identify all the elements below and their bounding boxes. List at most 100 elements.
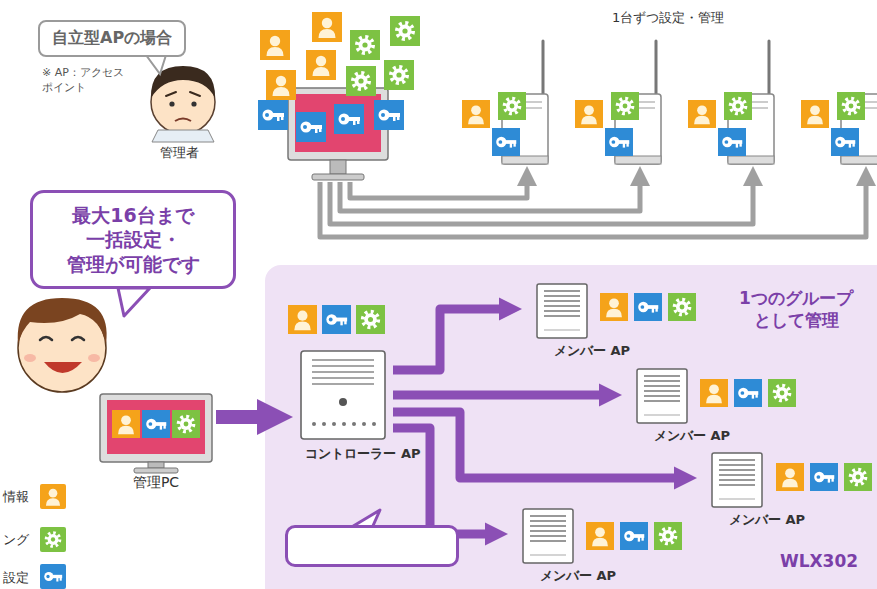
use-part: [712, 453, 762, 507]
use-part: [356, 305, 385, 334]
use-part: [810, 463, 838, 491]
legend-swatch: [40, 564, 66, 589]
use-part: [734, 379, 762, 407]
icon-row: [586, 522, 682, 550]
region-ground: [265, 265, 877, 589]
node-text: 自立型APの場合: [52, 28, 172, 49]
legend-swatch: [40, 527, 66, 552]
use-part: [523, 509, 573, 563]
rect-part: [295, 94, 381, 152]
use-part: [142, 410, 170, 438]
use-part: [498, 92, 526, 120]
group-region: 1つのグループ として管理コントローラー APメンバー APメンバー APメンバ…: [265, 265, 877, 589]
member-ap: メンバー AP: [622, 368, 706, 447]
use-part: [350, 30, 380, 60]
manager-face: [151, 66, 215, 142]
use-part: [288, 305, 317, 334]
circle-part: [191, 101, 196, 106]
use-part: [575, 100, 603, 128]
standalone-ap: [575, 41, 661, 164]
standalone-ap: [462, 41, 548, 164]
admin-face: [18, 298, 107, 392]
speech-bubble: 自立型APの場合: [38, 20, 186, 57]
legend-glyph: [40, 484, 66, 509]
device-drawing: [300, 350, 386, 440]
path-part: [350, 176, 527, 198]
admin-pc: 管理PC: [96, 392, 216, 492]
use-part: [462, 100, 490, 128]
rect-part: [107, 400, 205, 454]
member-ap: メンバー AP: [697, 452, 781, 531]
use-part: [260, 30, 290, 60]
rect-part: [100, 394, 212, 462]
node-text: メンバー AP: [616, 428, 768, 444]
path-part: [166, 92, 200, 96]
speech-bubble: 最大16台まで 一括設定・ 管理が可能です: [30, 190, 236, 289]
standalone-ap: [688, 41, 774, 164]
use-part: [600, 293, 628, 321]
node-text: WLX302: [743, 550, 877, 572]
controller-ap: コントローラー AP: [293, 350, 393, 484]
node-text: 最大16台まで 一括設定・ 管理が可能です: [49, 203, 217, 276]
circle-part: [169, 101, 174, 106]
use-part: [384, 60, 414, 90]
icon-row: [600, 293, 696, 321]
legend-glyph: [40, 564, 66, 589]
config-arrows: [320, 176, 866, 237]
connector-arrow: [393, 412, 679, 478]
bubble-tail: [146, 55, 166, 74]
use-part: [374, 100, 404, 130]
legend-text: 設定: [3, 569, 29, 587]
rect-part: [330, 160, 346, 174]
legend-text: 情報: [3, 488, 29, 506]
use-part: [637, 369, 687, 423]
node-text: 1つのグループ として管理: [720, 287, 872, 331]
use-part: [844, 463, 872, 491]
device-drawing: [536, 283, 588, 339]
note: ※ AP：アクセス ポイント: [42, 66, 134, 96]
use-part: [605, 128, 633, 156]
rect-part: [134, 468, 178, 473]
ellipse-part: [24, 354, 36, 362]
icon-cluster: [258, 12, 420, 142]
path-part: [320, 176, 866, 237]
use-part: [611, 92, 639, 120]
standalone-ap: [801, 41, 877, 164]
use-part: [492, 128, 520, 156]
use-part: [44, 572, 62, 582]
use-part: [46, 533, 59, 546]
use-part: [306, 50, 336, 80]
use-part: [312, 12, 342, 42]
bubble-tail: [118, 288, 150, 316]
legend-glyph: [40, 527, 66, 552]
path-part: [40, 337, 84, 340]
use-part: [322, 305, 351, 334]
use-part: [390, 16, 420, 46]
use-part: [654, 522, 682, 550]
path-part: [175, 119, 191, 122]
device-drawing: [636, 368, 688, 424]
rect-part: [288, 88, 388, 160]
node-text: 管理PC: [96, 474, 216, 492]
use-part: [776, 463, 804, 491]
use-part: [172, 410, 200, 438]
use-part: [334, 104, 364, 134]
path-part: [18, 298, 107, 344]
path-part: [330, 176, 753, 224]
use-part: [688, 100, 716, 128]
use-part: [258, 100, 288, 130]
legend-text: ング: [3, 531, 29, 549]
rect-part: [148, 462, 164, 468]
path-part: [152, 130, 214, 142]
device-drawing: [522, 508, 574, 564]
node-text: メンバー AP: [502, 568, 654, 584]
use-part: [537, 284, 587, 338]
use-part: [296, 112, 326, 142]
use-part: [718, 128, 746, 156]
node-text: メンバー AP: [516, 343, 668, 359]
use-part: [724, 92, 752, 120]
rect-part: [312, 174, 364, 180]
heading-label: 1台ずつ設定・管理: [612, 9, 724, 27]
use-part: [700, 379, 728, 407]
